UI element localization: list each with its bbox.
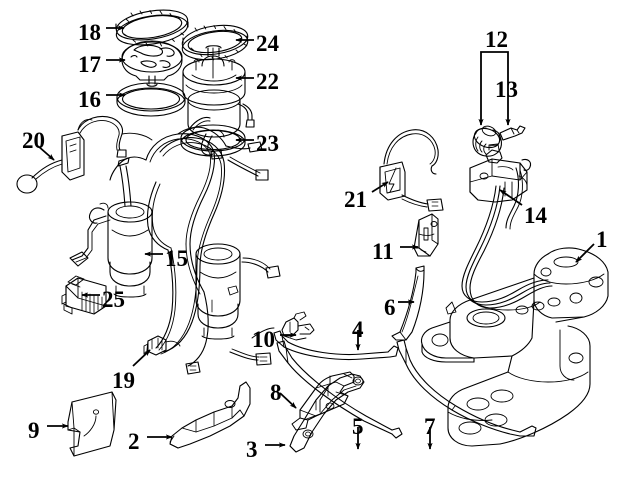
callout-label-fuel-pump-control-module: 25: [102, 287, 125, 312]
callout-label-fuel-tank: 1: [596, 227, 608, 252]
callout-arrow-20: [37, 145, 55, 161]
part-pump-flange-cover: [121, 40, 183, 87]
callout-label-pump-flange-cover: 17: [78, 52, 101, 77]
part-filler-neck-bracket: [391, 265, 425, 341]
callout-label-fuel-filter-assembly: 22: [256, 69, 279, 94]
callout-label-valve-retaining-clip: 13: [495, 77, 518, 102]
part-lock-ring-filter: [181, 24, 249, 61]
part-heat-shield-lower: [169, 381, 251, 449]
callout-label-heat-shield-side: 9: [28, 418, 40, 443]
part-fuel-hose-harness: [109, 116, 281, 375]
part-sealing-ring-lower: [116, 82, 186, 117]
part-valve-retaining-clip: [499, 125, 526, 141]
part-tank-strap-rear: [276, 340, 403, 439]
callout-leader-lines: [37, 25, 595, 450]
callout-label-clamp-bracket: 10: [252, 327, 275, 352]
callout-arrow-19: [132, 349, 151, 367]
callout-label-tank-strap-front: 7: [424, 414, 436, 439]
callout-label-tank-strap-short: 4: [352, 317, 364, 342]
callout-12-bracket: [480, 51, 509, 94]
callout-label-rollover-valve-assembly: 12: [485, 27, 508, 52]
callout-label-heat-shield-lower: 2: [128, 429, 140, 454]
callout-label-fuel-level-sender: 20: [22, 128, 45, 153]
callout-arrow-14: [499, 189, 523, 206]
callout-label-lock-ring-filter: 24: [256, 31, 279, 56]
callout-label-sealing-ring-filter: 23: [256, 131, 279, 156]
callout-label-lock-ring-upper: 18: [78, 20, 101, 45]
callout-label-fuel-pump-module: 15: [165, 246, 188, 271]
part-fuel-tank: [420, 247, 609, 447]
callout-label-fuel-tank-strap-bracket: 3: [246, 437, 258, 462]
callout-arrow-8: [279, 392, 297, 409]
part-fuel-tank-strap-bracket: [289, 373, 365, 453]
callout-arrow-21: [371, 181, 389, 193]
callout-label-tank-strap-rear: 5: [352, 414, 364, 439]
callout-arrow-1: [575, 243, 595, 263]
callout-label-mounting-bracket: 11: [372, 239, 394, 264]
callout-label-wiring-connector: 19: [112, 368, 135, 393]
part-tank-strap-front: [396, 339, 537, 437]
part-wiring-harness-upper: [77, 115, 127, 158]
part-mounting-bracket: [413, 213, 439, 257]
callout-label-filler-vent-hose-bracket: 21: [344, 187, 367, 212]
callout-label-filler-neck-bracket: 6: [384, 295, 396, 320]
part-lock-ring-upper: [115, 9, 189, 47]
part-filler-vent-hose-bracket: [379, 129, 444, 212]
part-fuel-pump-control-module: [61, 275, 107, 315]
callout-label-heat-shield-center: 8: [270, 380, 282, 405]
callout-label-sealing-ring-lower: 16: [78, 87, 101, 112]
callout-label-charcoal-canister: 14: [524, 203, 547, 228]
part-charcoal-canister: [461, 143, 553, 309]
part-heat-shield-side: [67, 391, 117, 457]
part-heat-shield-center: [291, 371, 355, 431]
